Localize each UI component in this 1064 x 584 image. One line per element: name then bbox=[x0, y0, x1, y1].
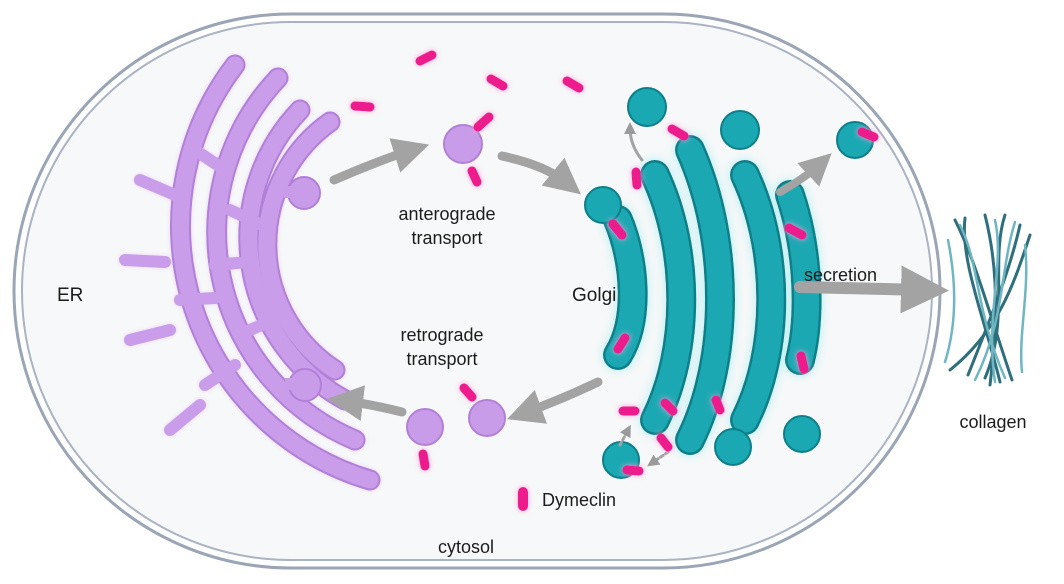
legend: Dymeclin bbox=[518, 487, 616, 511]
arrow-vesicle-to-golgi bbox=[497, 151, 581, 195]
retrograde-label-line2: transport bbox=[406, 349, 477, 369]
legend-dymeclin-swatch bbox=[518, 487, 528, 511]
golgi-vesicles bbox=[584, 87, 874, 479]
arrow-small-golgi-top bbox=[624, 122, 644, 162]
dymeclin-markers bbox=[350, 50, 879, 476]
transport-arrows bbox=[327, 122, 949, 467]
arrow-small-bottom-left bbox=[618, 424, 631, 447]
collagen-fibers bbox=[943, 213, 1032, 387]
collagen-label: collagen bbox=[959, 412, 1026, 432]
arrow-small-bottom-right bbox=[647, 450, 670, 467]
endoplasmic-reticulum bbox=[119, 54, 381, 491]
golgi-label: Golgi bbox=[572, 285, 616, 306]
er-vesicles bbox=[284, 176, 322, 402]
arrow-secretion bbox=[794, 265, 949, 314]
anterograde-label-line2: transport bbox=[411, 228, 482, 248]
cytosol-label: cytosol bbox=[438, 537, 494, 557]
legend-dymeclin-label: Dymeclin bbox=[542, 490, 616, 510]
arrow-retrograde-to-er bbox=[327, 385, 407, 422]
anterograde-label-line1: anterograde bbox=[398, 204, 495, 224]
secretion-label: secretion bbox=[804, 265, 877, 285]
arrow-golgi-to-retrograde bbox=[507, 377, 603, 424]
er-label: ER bbox=[57, 285, 83, 306]
arrow-golgi-to-secretory-vesicle bbox=[776, 153, 832, 196]
retrograde-label-line1: retrograde bbox=[400, 325, 483, 345]
arrow-er-to-vesicle bbox=[329, 138, 430, 185]
transport-vesicles bbox=[406, 124, 506, 446]
